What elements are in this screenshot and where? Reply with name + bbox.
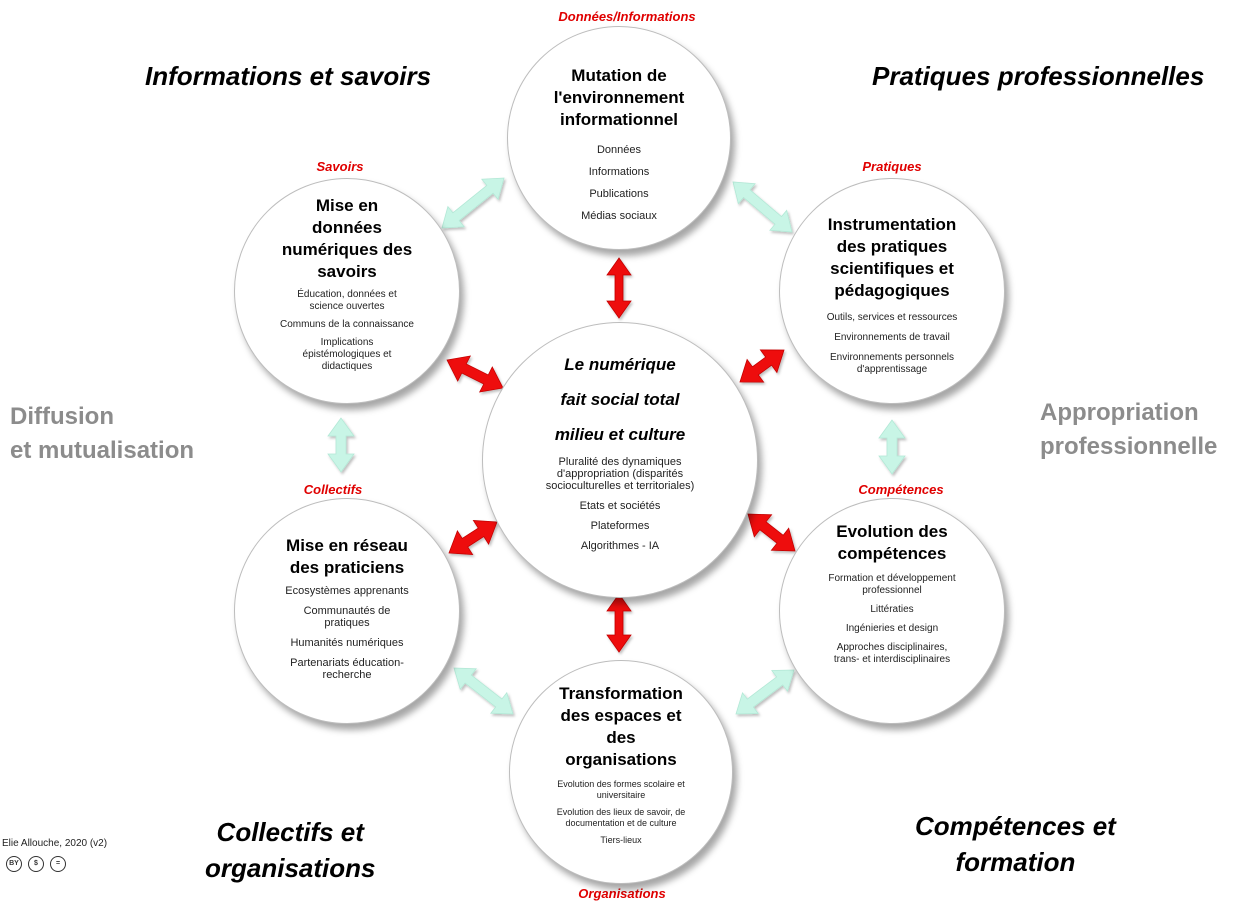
arrow-ring-bottom-left	[453, 667, 514, 715]
corner-top-left: Informations et savoirs	[145, 61, 432, 91]
corner-bottom-left: Collectifs et organisations	[205, 817, 376, 883]
corner-bottom-right: Compétences et formation	[915, 811, 1116, 877]
side-left: Diffusion et mutualisation	[10, 403, 195, 464]
label-competences: Compétences	[858, 482, 944, 497]
label-donnees: Données/Informations	[558, 9, 696, 24]
label-collectifs: Collectifs	[303, 482, 363, 497]
circle-spaces-organisations: Transformation des espaces et des organi…	[509, 660, 733, 884]
cc-nd-icon: =	[50, 856, 66, 872]
arrow-ring-left	[327, 417, 355, 473]
circle-skills-evolution: Evolution des compétences Formation et d…	[779, 498, 1005, 724]
arrow-ring-top-left	[441, 177, 505, 229]
arrow-center-bottom	[606, 593, 632, 653]
arrow-center-lower-left	[448, 520, 498, 555]
cc-nc-icon: $	[28, 856, 44, 872]
circle-information-environment: Mutation de l'environnement informationn…	[507, 26, 731, 250]
label-pratiques: Pratiques	[862, 159, 922, 174]
circle-knowledge-data: Mise en données numériques des savoirs É…	[234, 178, 460, 404]
side-right: Appropriation professionnelle	[1040, 399, 1218, 460]
author-credit: Elie Allouche, 2020 (v2)	[2, 838, 108, 849]
label-organisations: Organisations	[578, 886, 666, 901]
arrow-center-upper-right	[739, 349, 785, 383]
circle-practitioner-network: Mise en réseau des praticiens Ecosystème…	[234, 498, 460, 724]
arrow-center-top	[606, 257, 632, 319]
label-savoirs: Savoirs	[316, 159, 364, 174]
arrow-ring-top-right	[732, 181, 793, 233]
cc-by-icon: BY	[6, 856, 22, 872]
circle-instrumentation: Instrumentation des pratiques scientifiq…	[779, 178, 1005, 404]
license-icons: BY $ =	[6, 856, 66, 872]
arrow-center-upper-left	[446, 355, 504, 393]
circle-center-digital: Le numérique fait social total milieu et…	[482, 322, 758, 598]
arrow-ring-right	[878, 419, 906, 475]
arrow-center-lower-right	[747, 513, 796, 552]
arrow-ring-bottom-right	[735, 669, 795, 715]
corner-top-right: Pratiques professionnelles	[872, 61, 1205, 91]
